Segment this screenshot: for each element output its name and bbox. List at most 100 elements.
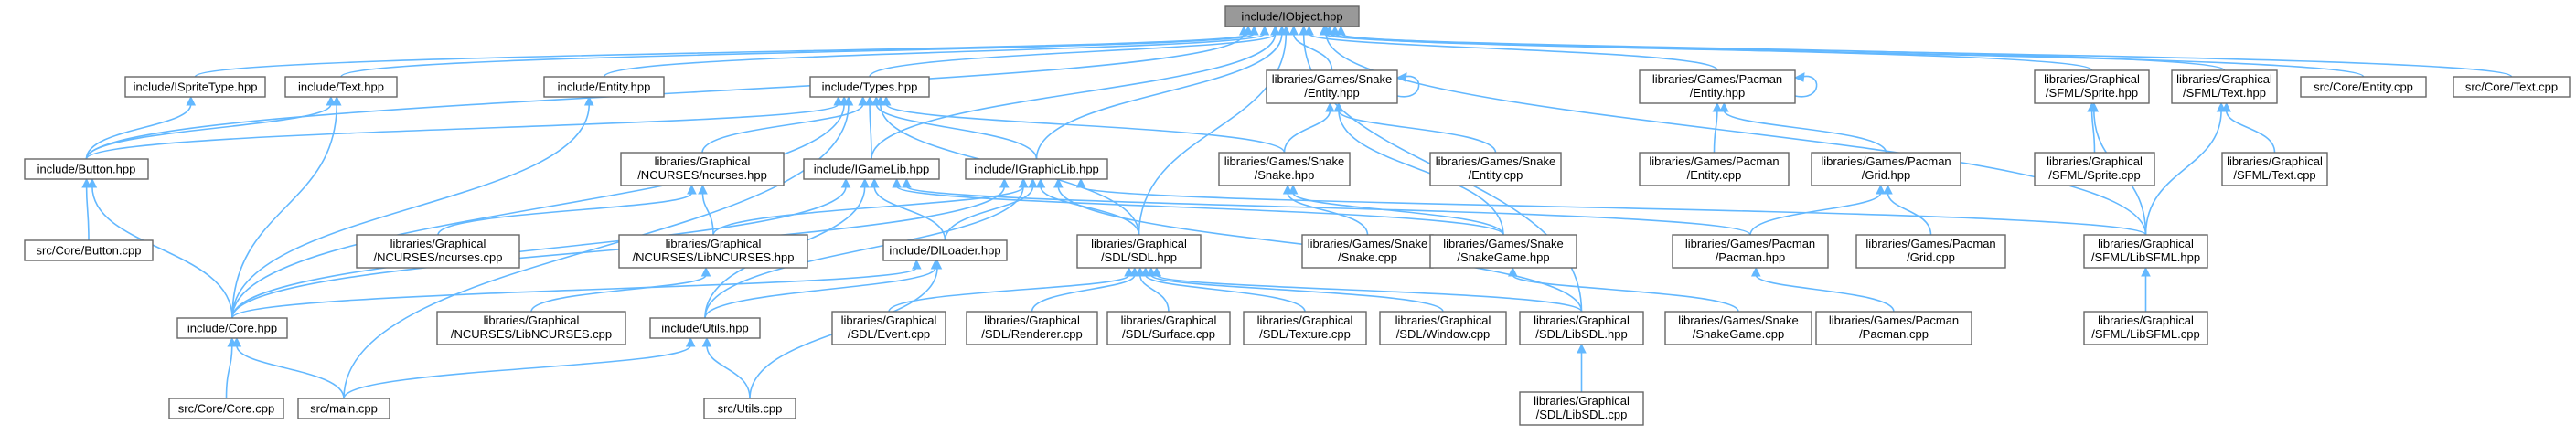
edge-snakegame_hpp-to-snake_entity_hpp: [1338, 110, 1504, 236]
node-label: libraries/Games/Pacman: [1829, 313, 1959, 327]
node-types-hpp[interactable]: include/Types.hpp: [809, 76, 930, 98]
node-src-entity-cpp[interactable]: src/Core/Entity.cpp: [2300, 76, 2427, 98]
node-box: [297, 398, 390, 419]
node-snake-entity-cpp[interactable]: libraries/Games/Snake/Entity.cpp: [1429, 152, 1562, 186]
node-label: /Snake.cpp: [1338, 250, 1397, 264]
node-sdl-event-cpp[interactable]: libraries/Graphical/SDL/Event.cpp: [831, 311, 946, 345]
node-sfml-sprite-cpp[interactable]: libraries/Graphical/SFML/Sprite.cpp: [2034, 152, 2155, 186]
node-box: [1076, 234, 1202, 269]
node-libsfml-cpp[interactable]: libraries/Graphical/SFML/LibSFML.cpp: [2083, 311, 2208, 345]
node-snake-snake-cpp[interactable]: libraries/Games/Snake/Snake.cpp: [1301, 234, 1434, 269]
edge-arrowhead: [875, 95, 886, 106]
node-core-hpp[interactable]: include/Core.hpp: [176, 317, 288, 339]
node-button-cpp[interactable]: src/Core/Button.cpp: [24, 239, 154, 261]
node-box: [809, 76, 930, 98]
node-snakegame-cpp[interactable]: libraries/Games/Snake/SnakeGame.cpp: [1664, 311, 1812, 345]
node-box: [1218, 152, 1351, 186]
node-ncurses-cpp[interactable]: libraries/Graphical/NCURSES/ncurses.cpp: [356, 234, 520, 269]
node-entity-hpp[interactable]: include/Entity.hpp: [543, 76, 665, 98]
node-sfml-text-cpp[interactable]: libraries/Graphical/SFML/Text.cpp: [2221, 152, 2328, 186]
node-sdl-hpp[interactable]: libraries/Graphical/SDL/SDL.hpp: [1076, 234, 1202, 269]
node-pacman-hpp[interactable]: libraries/Games/Pacman/Pacman.hpp: [1672, 234, 1829, 269]
node-grid-cpp[interactable]: libraries/Games/Pacman/Grid.cpp: [1855, 234, 2006, 269]
node-igamelib-hpp[interactable]: include/IGameLib.hpp: [803, 158, 940, 180]
node-label: /SFML/LibSFML.cpp: [2091, 327, 2200, 341]
node-libncurses-cpp[interactable]: libraries/Graphical/NCURSES/LibNCURSES.c…: [436, 311, 626, 345]
node-sfml-sprite-hpp[interactable]: libraries/Graphical/SFML/Sprite.hpp: [2034, 69, 2150, 104]
node-label: libraries/Graphical: [1121, 313, 1217, 327]
node-igraphiclib-hpp[interactable]: include/IGraphicLib.hpp: [965, 158, 1108, 180]
node-box: [2034, 152, 2155, 186]
node-pacman-entity-hpp[interactable]: libraries/Games/Pacman/Entity.hpp: [1639, 69, 1796, 104]
node-label: /SDL/Texture.cpp: [1259, 327, 1351, 341]
node-utils-cpp[interactable]: src/Utils.cpp: [703, 398, 796, 419]
node-libncurses-hpp[interactable]: libraries/Graphical/NCURSES/LibNCURSES.h…: [618, 234, 808, 269]
node-box: [176, 317, 288, 339]
node-text-hpp[interactable]: include/Text.hpp: [284, 76, 398, 98]
node-button-hpp[interactable]: include/Button.hpp: [24, 158, 149, 180]
node-src-text-cpp[interactable]: src/Core/Text.cpp: [2453, 76, 2571, 98]
node-box: [882, 239, 1008, 261]
node-libsfml-hpp[interactable]: libraries/Graphical/SFML/LibSFML.hpp: [2083, 234, 2208, 269]
node-main-cpp[interactable]: src/main.cpp: [297, 398, 390, 419]
node-pacman-grid-hpp[interactable]: libraries/Games/Pacman/Grid.hpp: [1811, 152, 1961, 186]
node-label: /Entity.hpp: [1690, 86, 1745, 100]
edge-button_hpp-to-ispritetype: [85, 103, 192, 160]
node-core-cpp[interactable]: src/Core/Core.cpp: [168, 398, 284, 419]
node-box: [24, 239, 154, 261]
node-sdl-window-cpp[interactable]: libraries/Graphical/SDL/Window.cpp: [1379, 311, 1507, 345]
node-label: include/Core.hpp: [187, 322, 277, 335]
edge-utils_hpp-to-igraphiclib_hpp: [704, 186, 1024, 319]
node-snake-snake-hpp[interactable]: libraries/Games/Snake/Snake.hpp: [1218, 152, 1351, 186]
edge-arrowhead: [1712, 101, 1723, 112]
edge-libncurses_cpp-to-libncurses_hpp: [530, 274, 707, 313]
node-pacman-cpp[interactable]: libraries/Games/Pacman/Pacman.cpp: [1815, 311, 1972, 345]
edge-arrowhead: [1883, 184, 1893, 195]
edge-arrowhead: [864, 95, 875, 106]
edge-sfml_sprite_cpp-to-sfml_sprite_hpp: [2090, 110, 2096, 154]
node-dlloader-hpp[interactable]: include/DlLoader.hpp: [882, 239, 1008, 261]
node-iobject[interactable]: include/IObject.hpp: [1224, 5, 1360, 27]
node-box: [124, 76, 266, 98]
node-box: [1639, 69, 1796, 104]
node-label: /Pacman.cpp: [1859, 327, 1929, 341]
edge-arrowhead: [860, 177, 871, 188]
node-label: /SDL/LibSDL.hpp: [1535, 327, 1627, 341]
node-utils-hpp[interactable]: include/Utils.hpp: [649, 317, 761, 339]
node-libsdl-hpp[interactable]: libraries/Graphical/SDL/LibSDL.hpp: [1519, 311, 1644, 345]
edge-snake_entity_cpp-to-snake_entity_hpp: [1337, 110, 1497, 154]
node-box: [966, 311, 1098, 345]
node-snakegame-hpp[interactable]: libraries/Games/Snake/SnakeGame.hpp: [1429, 234, 1577, 269]
edge-arrowhead: [331, 95, 342, 106]
node-ncurses-hpp[interactable]: libraries/Graphical/NCURSES/ncurses.hpp: [620, 152, 785, 186]
node-box: [831, 311, 946, 345]
node-label: /SFML/LibSFML.hpp: [2091, 250, 2200, 264]
node-sdl-texture-cpp[interactable]: libraries/Graphical/SDL/Texture.cpp: [1243, 311, 1367, 345]
node-label: include/Utils.hpp: [661, 322, 748, 335]
node-ispritetype[interactable]: include/ISpriteType.hpp: [124, 76, 266, 98]
edge-arrowhead: [1259, 25, 1270, 36]
edge-arrowhead: [1288, 25, 1299, 36]
edge-ncurses_cpp-to-ncurses_hpp: [437, 192, 693, 236]
node-label: libraries/Graphical: [655, 154, 751, 168]
node-sdl-surface-cpp[interactable]: libraries/Graphical/SDL/Surface.cpp: [1106, 311, 1231, 345]
node-box: [618, 234, 808, 269]
node-pacman-entity-cpp[interactable]: libraries/Games/Pacman/Entity.cpp: [1639, 152, 1790, 186]
edge-dlloader_hpp-to-igamelib_hpp: [873, 186, 946, 241]
edge-core_hpp-to-igamelib_hpp: [231, 186, 847, 319]
edge-libsdl_hpp-to-sdl_hpp: [1156, 274, 1583, 313]
node-sfml-text-hpp[interactable]: libraries/Graphical/SFML/Text.hpp: [2171, 69, 2278, 104]
node-label: libraries/Graphical: [2098, 237, 2194, 250]
node-snake-entity-hpp[interactable]: libraries/Games/Snake/Entity.hpp: [1266, 69, 1398, 104]
node-box: [1672, 234, 1829, 269]
edge-arrowhead: [1124, 266, 1134, 277]
node-label: include/IGameLib.hpp: [814, 163, 929, 176]
edge-arrowhead: [2141, 266, 2151, 277]
node-sdl-renderer-cpp[interactable]: libraries/Graphical/SDL/Renderer.cpp: [966, 311, 1098, 345]
node-libsdl-cpp[interactable]: libraries/Graphical/SDL/LibSDL.cpp: [1519, 391, 1644, 426]
edge-snakegame_hpp-to-snake_snake_hpp: [1292, 192, 1504, 236]
node-box: [803, 158, 940, 180]
edge-igamelib_hpp-to-types_hpp: [869, 103, 872, 160]
edge-arrowhead: [1243, 25, 1254, 36]
file-nodes: include/IObject.hpp include/ISpriteType.h…: [24, 5, 2571, 426]
